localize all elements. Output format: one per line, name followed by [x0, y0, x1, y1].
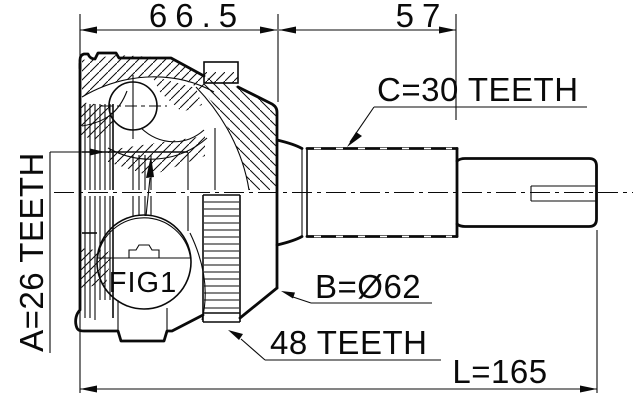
bearing-ball [101, 75, 167, 139]
threaded-end-section [455, 157, 598, 228]
tone-ring-teeth [203, 201, 240, 323]
housing-outline [74, 51, 279, 343]
dim-length-text: L=165 [452, 353, 547, 390]
output-shaft [275, 138, 598, 247]
dimension-66-5: 66.5 [80, 0, 277, 34]
label-a-text: A=26 TEETH [13, 152, 50, 352]
label-inner-spline: A=26 TEETH [13, 148, 105, 353]
label-body-diameter: B=Ø62 [281, 268, 432, 305]
label-outer-spline: C=30 TEETH [347, 71, 587, 147]
dimension-length: L=165 [80, 353, 597, 393]
dim-57-text: 57 [396, 0, 449, 34]
label-c-text: C=30 TEETH [377, 71, 579, 108]
fig1-leader-arrow [146, 156, 154, 178]
inner-spline-lines-upper [84, 104, 152, 190]
abs-tone-ring [202, 61, 241, 323]
spline-section [305, 147, 459, 238]
spline-tooth-profile [128, 244, 160, 259]
label-b-text: B=Ø62 [315, 268, 421, 305]
fig1-detail-balloon: FIG1 [96, 156, 192, 310]
dim-66-5-text: 66.5 [149, 0, 245, 34]
housing-section-hatch [80, 55, 277, 288]
keyway-slot [530, 185, 597, 202]
label-48-text: 48 TEETH [270, 324, 427, 361]
dimension-57: 57 [279, 0, 456, 34]
label-abs-ring: 48 TEETH [228, 324, 441, 361]
fig1-label: FIG1 [109, 267, 177, 299]
